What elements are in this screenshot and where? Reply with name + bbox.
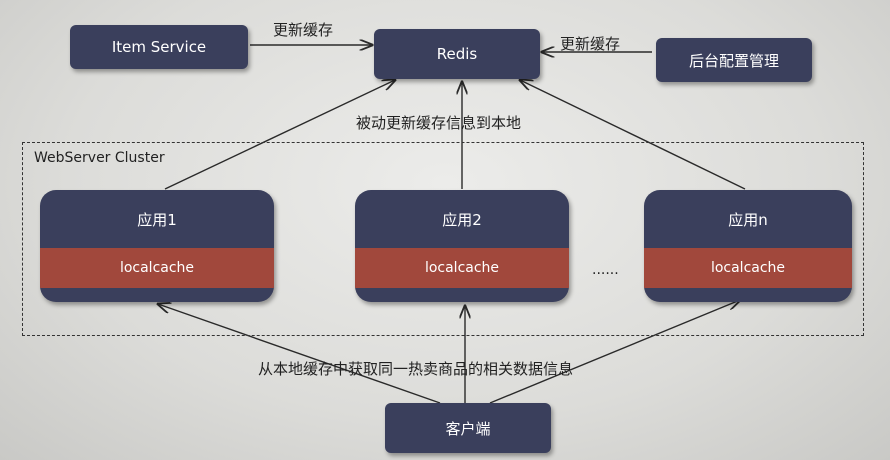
app-node-2: 应用2 localcache — [355, 190, 569, 302]
client-node: 客户端 — [385, 403, 551, 453]
localcache-label: localcache — [40, 248, 274, 288]
app-label: 应用n — [728, 210, 768, 229]
fetch-local-label: 从本地缓存中获取同一热卖商品的相关数据信息 — [258, 360, 574, 378]
update-cache-label-right: 更新缓存 — [560, 35, 621, 53]
arrow-client-to-appn — [489, 300, 740, 404]
app-label: 应用1 — [137, 210, 177, 229]
app-node-1: 应用1 localcache — [40, 190, 274, 302]
localcache-label: localcache — [644, 248, 852, 288]
ellipsis: ...... — [592, 262, 619, 278]
admin-config-node: 后台配置管理 — [656, 38, 812, 82]
arrow-app1-to-redis — [164, 80, 395, 190]
redis-node: Redis — [374, 29, 540, 79]
cluster-label: WebServer Cluster — [34, 150, 165, 166]
passive-update-label: 被动更新缓存信息到本地 — [356, 114, 522, 132]
item-service-node: Item Service — [70, 25, 248, 69]
app-label: 应用2 — [442, 210, 482, 229]
webserver-cluster — [22, 142, 864, 336]
app-node-n: 应用n localcache — [644, 190, 852, 302]
arrow-appn-to-redis — [520, 80, 746, 190]
arrow-client-to-app1 — [158, 304, 441, 404]
localcache-label: localcache — [355, 248, 569, 288]
update-cache-label-left: 更新缓存 — [273, 21, 334, 39]
